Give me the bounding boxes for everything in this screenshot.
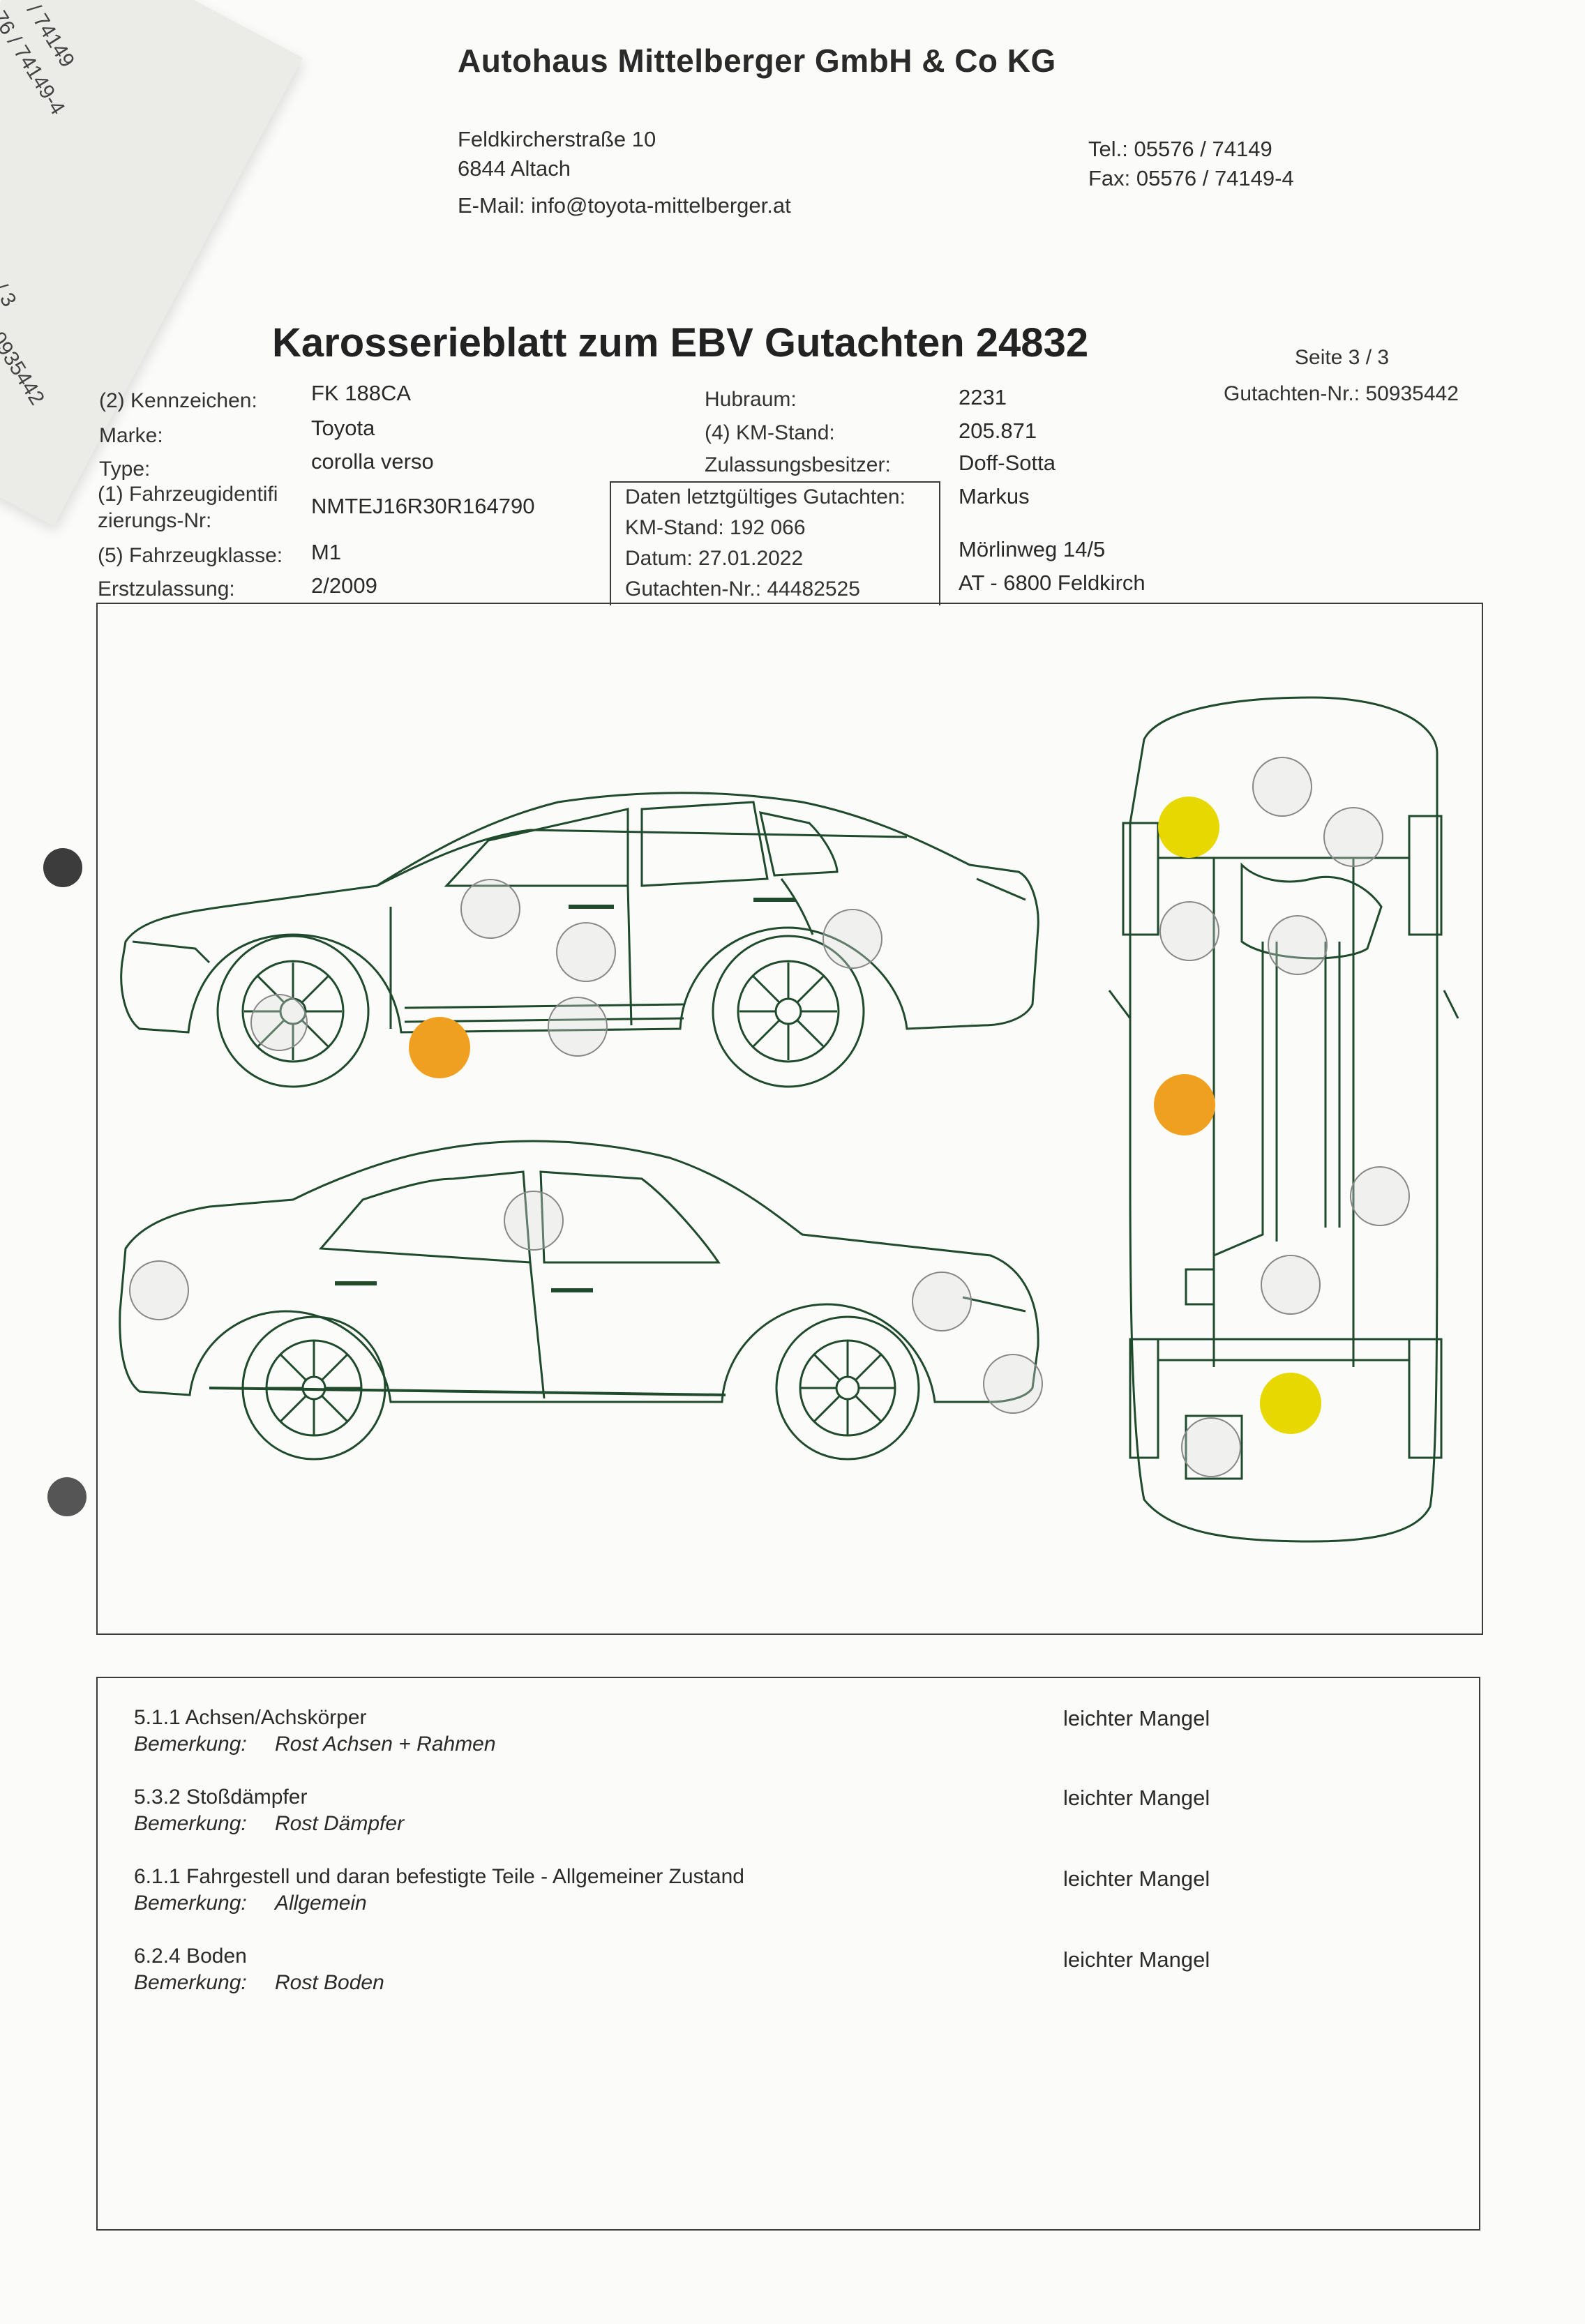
- previous-report-box: [610, 481, 940, 605]
- km-value: 205.871: [959, 418, 1037, 443]
- finding-remark: Allgemein: [275, 1892, 367, 1915]
- finding-code: 6.2.4 Boden: [134, 1945, 247, 1968]
- type-value: corolla verso: [311, 449, 434, 474]
- punch-hole: [47, 1477, 87, 1516]
- finding-severity: leichter Mangel: [1063, 1947, 1210, 1972]
- besitzer-label: Zulassungsbesitzer:: [705, 453, 891, 476]
- previous-report-date: Datum: 27.01.2022: [625, 547, 804, 570]
- hubraum-label: Hubraum:: [705, 388, 797, 411]
- previous-report-number: Gutachten-Nr.: 44482525: [625, 578, 860, 601]
- punch-hole: [43, 848, 82, 887]
- finding-severity: leichter Mangel: [1063, 1786, 1210, 1810]
- kennzeichen-label: (2) Kennzeichen:: [99, 389, 257, 412]
- hubraum-value: 2231: [959, 385, 1007, 409]
- damage-marker-yellow: [1158, 797, 1219, 858]
- finding-severity: leichter Mangel: [1063, 1866, 1210, 1891]
- previous-report-header: Daten letztgültiges Gutachten:: [625, 485, 906, 508]
- damage-marker-yellow: [1260, 1373, 1321, 1434]
- erstzulassung-value: 2/2009: [311, 573, 377, 598]
- type-label: Type:: [99, 458, 151, 481]
- damage-marker-orange: [1154, 1074, 1215, 1135]
- company-tel: Tel.: 05576 / 74149: [1088, 137, 1272, 161]
- fin-label: (1) Fahrzeugidentifi: [98, 483, 278, 506]
- company-street: Feldkircherstraße 10: [458, 127, 656, 151]
- finding-code: 5.3.2 Stoßdämpfer: [134, 1786, 308, 1809]
- besitzer-street: Mörlinweg 14/5: [959, 537, 1106, 561]
- company-email: E-Mail: info@toyota-mittelberger.at: [458, 193, 791, 218]
- besitzer-name: Doff-Sotta: [959, 451, 1056, 475]
- finding-remark-label: Bemerkung:: [134, 1971, 247, 1994]
- page-number: Seite 3 / 3: [1295, 346, 1390, 369]
- previous-report-km: KM-Stand: 192 066: [625, 516, 806, 539]
- km-label: (4) KM-Stand:: [705, 421, 835, 444]
- klasse-value: M1: [311, 540, 342, 564]
- findings-box: [96, 1677, 1480, 2231]
- fin-value: NMTEJ16R30R164790: [311, 494, 535, 518]
- besitzer-city: AT - 6800 Feldkirch: [959, 571, 1145, 595]
- finding-remark-label: Bemerkung:: [134, 1812, 247, 1835]
- finding-remark: Rost Achsen + Rahmen: [275, 1733, 496, 1756]
- finding-remark-label: Bemerkung:: [134, 1733, 247, 1756]
- finding-remark: Rost Dämpfer: [275, 1812, 405, 1835]
- besitzer-firstname: Markus: [959, 484, 1030, 508]
- company-fax: Fax: 05576 / 74149-4: [1088, 166, 1294, 190]
- klasse-label: (5) Fahrzeugklasse:: [98, 544, 283, 567]
- finding-remark-label: Bemerkung:: [134, 1892, 247, 1915]
- kennzeichen-value: FK 188CA: [311, 381, 412, 405]
- report-number: Gutachten-Nr.: 50935442: [1224, 382, 1459, 405]
- finding-code: 5.1.1 Achsen/Achskörper: [134, 1706, 367, 1729]
- erstzulassung-label: Erstzulassung:: [98, 578, 235, 601]
- marke-label: Marke:: [99, 424, 163, 447]
- finding-severity: leichter Mangel: [1063, 1706, 1210, 1730]
- fin-label-cont: zierungs-Nr:: [98, 509, 212, 532]
- page-title: Karosserieblatt zum EBV Gutachten 24832: [272, 320, 1089, 365]
- company-name: Autohaus Mittelberger GmbH & Co KG: [458, 43, 1056, 79]
- marke-value: Toyota: [311, 416, 375, 440]
- finding-code: 6.1.1 Fahrgestell und daran befestigte T…: [134, 1865, 744, 1888]
- damage-diagram-frame: [96, 603, 1483, 1635]
- finding-remark: Rost Boden: [275, 1971, 384, 1994]
- damage-marker-orange: [409, 1017, 470, 1078]
- company-city: 6844 Altach: [458, 156, 571, 181]
